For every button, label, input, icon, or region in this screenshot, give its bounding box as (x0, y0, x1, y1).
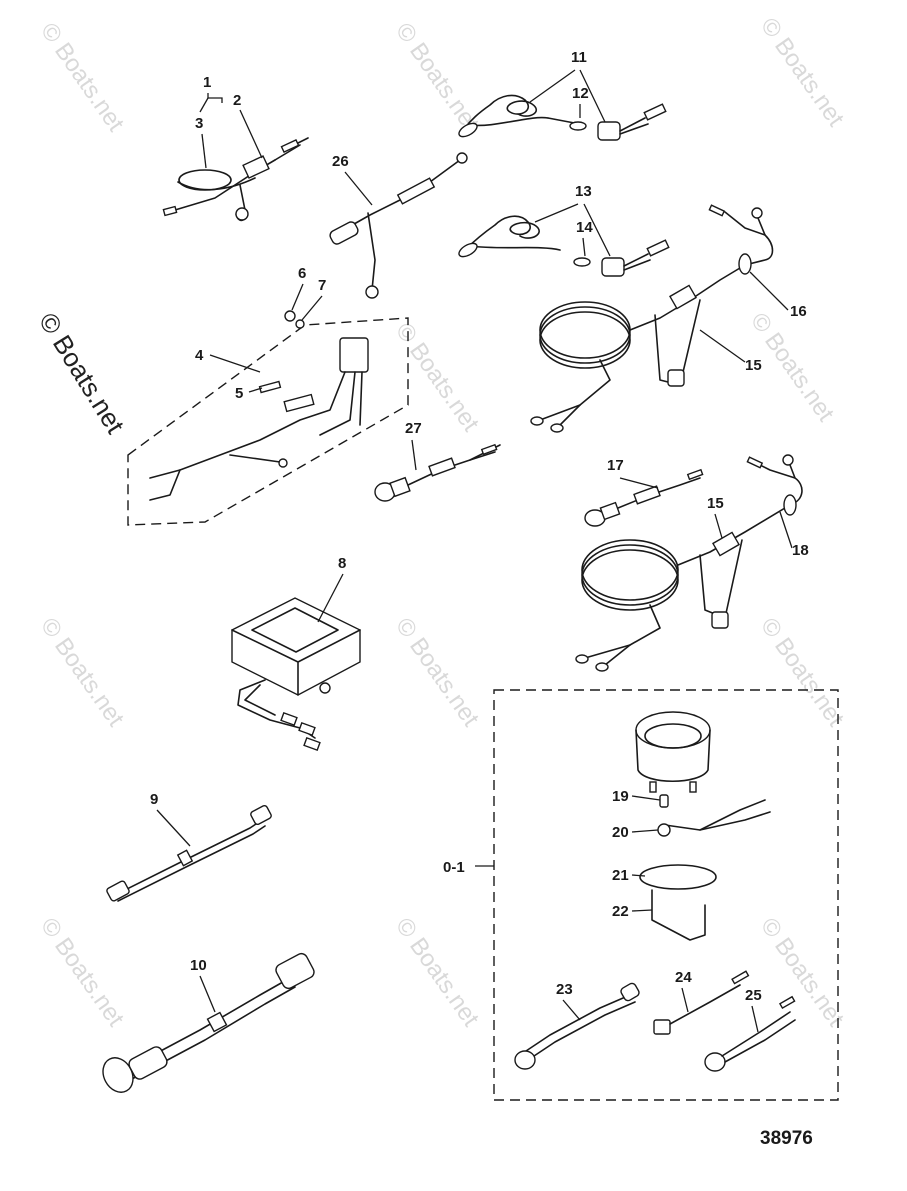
watermark-text: © Boats.net (390, 318, 484, 437)
callout-4: 4 (195, 347, 204, 364)
watermark-text: © Boats.net (755, 13, 849, 132)
part-0-1-gauge-kit (493, 689, 839, 1101)
part-17-harness (584, 468, 704, 527)
watermark-text: © Boats.net (390, 613, 484, 732)
part-1-lanyard-harness (162, 137, 309, 222)
callout-7: 7 (318, 277, 326, 294)
part-4-harness-group (127, 310, 409, 526)
callout-8: 8 (338, 555, 346, 572)
watermark-main: © Boats.net (33, 307, 131, 439)
callout-25: 25 (745, 987, 762, 1004)
callout-20: 20 (612, 824, 629, 841)
part-10-cable (102, 952, 315, 1093)
callout-27: 27 (405, 420, 422, 437)
callouts-1-3: 1 2 3 (195, 74, 263, 169)
callout-22: 22 (612, 903, 629, 920)
callout-14: 14 (576, 219, 593, 236)
callout-16: 16 (790, 303, 807, 320)
callout-26: 26 (332, 153, 349, 170)
watermark-text: © Boats.net (35, 613, 129, 732)
part-11-lanyard-switch (458, 94, 667, 141)
callout-12: 12 (572, 85, 589, 102)
part-8-module (231, 597, 361, 752)
callout-23: 23 (556, 981, 573, 998)
callout-15b: 15 (707, 495, 724, 512)
callout-24: 24 (675, 969, 692, 986)
watermark-text: © Boats.net (390, 913, 484, 1032)
callout-13: 13 (575, 183, 592, 200)
callout-6: 6 (298, 265, 306, 282)
part-9-cable (106, 804, 272, 902)
callout-11: 11 (571, 49, 587, 66)
part-18-harness (575, 454, 803, 672)
callout-2: 2 (233, 92, 241, 109)
part-16-harness (530, 204, 774, 433)
figure-number: 38976 (760, 1128, 813, 1149)
callout-0-1: 0-1 (443, 859, 465, 876)
callout-1: 1 (203, 74, 211, 91)
watermark-text: © Boats.net (755, 613, 849, 732)
callout-19: 19 (612, 788, 629, 805)
callout-10: 10 (190, 957, 207, 974)
part-26-harness (329, 152, 468, 299)
watermark-text: © Boats.net (755, 913, 849, 1032)
callout-15a: 15 (745, 357, 762, 374)
callout-3: 3 (195, 115, 203, 132)
part-27-harness (374, 443, 501, 502)
callout-9: 9 (150, 791, 158, 808)
callout-18: 18 (792, 542, 809, 559)
watermark-text: © Boats.net (390, 18, 484, 137)
watermark-text: © Boats.net (35, 913, 129, 1032)
callout-5: 5 (235, 385, 243, 402)
watermark-text: © Boats.net (35, 18, 129, 137)
part-13-lanyard-switch (458, 215, 670, 277)
callout-21: 21 (612, 867, 629, 884)
watermark-layer: © Boats.net © Boats.net © Boats.net © Bo… (33, 13, 850, 1032)
callout-17: 17 (607, 457, 624, 474)
